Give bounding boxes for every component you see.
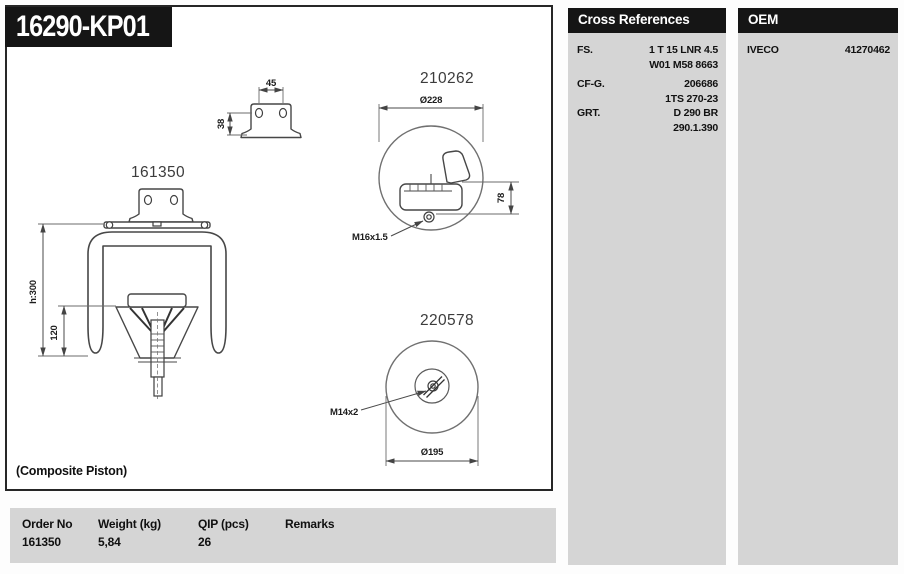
assembly-part-number: 161350 — [131, 164, 185, 181]
dim-piston-height: 120 — [49, 325, 60, 340]
xref-value: 206686 — [684, 78, 718, 90]
oem-make: IVECO — [747, 44, 779, 56]
col-value: 161350 — [22, 535, 61, 549]
col-header: Weight (kg) — [98, 517, 161, 531]
dim-bracket-height: 38 — [216, 119, 227, 129]
col-value: 5,84 — [98, 535, 121, 549]
bracket-detail-drawing: 45 38 — [216, 78, 302, 139]
composite-piston-note: (Composite Piston) — [16, 464, 127, 478]
xref-value: 290.1.390 — [673, 121, 718, 134]
table-col-remarks: Remarks — [285, 517, 556, 563]
top-plate-view: 210262 Ø228 78 M16x1.5 — [352, 70, 519, 243]
air-spring-side-view: 161350 h:300 120 — [28, 164, 227, 399]
oem-row: IVECO 41270462 — [747, 43, 890, 58]
xref-value: W01 M58 8663 — [649, 58, 718, 71]
order-spec-table: Order No 161350 Weight (kg) 5,84 QIP (pc… — [10, 508, 556, 563]
xref-row: FS. 1 T 15 LNR 4.5 — [577, 43, 718, 58]
oem-number: 41270462 — [844, 44, 890, 56]
col-value: 26 — [198, 535, 211, 549]
xref-row: W01 M58 8663 — [577, 58, 718, 73]
col-header: Order No — [22, 517, 73, 531]
bottom-view-part-number: 220578 — [420, 312, 474, 329]
xref-row: 290.1.390 — [577, 121, 718, 136]
dim-stud-offset: 78 — [496, 193, 507, 203]
xref-label: GRT. — [577, 107, 601, 119]
xref-row: CF-G. 206686 — [577, 77, 718, 92]
piston-bottom-view: 220578 M14x2 Ø195 — [330, 312, 479, 466]
xref-row: 1TS 270-23 — [577, 92, 718, 107]
dim-bottom-diameter: Ø195 — [421, 447, 444, 458]
xref-value: D 290 BR — [673, 107, 718, 119]
dim-hole-spacing: 45 — [266, 78, 277, 89]
top-view-part-number: 210262 — [420, 70, 474, 87]
xref-value: 1TS 270-23 — [665, 92, 718, 105]
xref-label: FS. — [577, 44, 593, 56]
technical-drawing: 45 38 161350 — [28, 70, 519, 466]
dim-assembly-height: h:300 — [28, 280, 39, 304]
cross-references-panel: Cross References FS. 1 T 15 LNR 4.5 W01 … — [568, 8, 726, 565]
part-number-title: 16290-KP01 — [15, 10, 150, 43]
dim-top-thread: M16x1.5 — [352, 232, 388, 243]
table-col-order-no: Order No 161350 — [22, 517, 98, 563]
xref-row: GRT. D 290 BR — [577, 106, 718, 121]
table-col-qip: QIP (pcs) 26 — [198, 517, 285, 563]
col-header: QIP (pcs) — [198, 517, 249, 531]
xref-label: CF-G. — [577, 78, 605, 90]
dim-bottom-thread: M14x2 — [330, 407, 358, 418]
col-header: Remarks — [285, 517, 335, 531]
oem-panel: OEM IVECO 41270462 — [738, 8, 898, 565]
table-col-weight: Weight (kg) 5,84 — [98, 517, 198, 563]
part-number-header: 16290-KP01 — [5, 7, 172, 47]
xref-value: 1 T 15 LNR 4.5 — [649, 44, 718, 56]
dim-top-diameter: Ø228 — [420, 95, 442, 106]
cross-references-header: Cross References — [568, 8, 726, 33]
oem-header: OEM — [738, 8, 898, 33]
